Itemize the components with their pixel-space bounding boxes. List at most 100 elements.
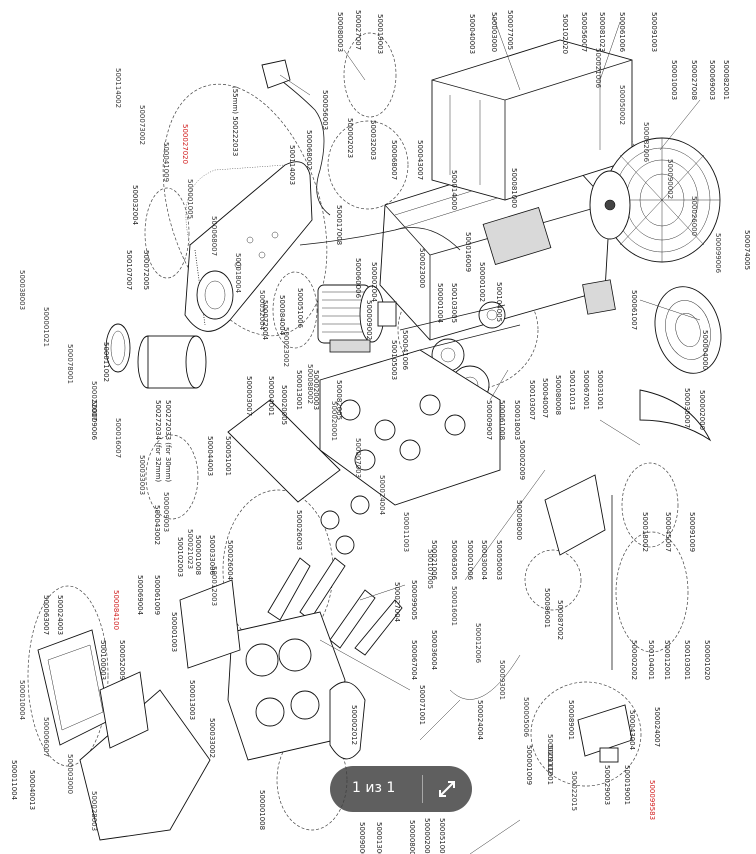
svg-text:500061008: 500061008 [498, 400, 506, 440]
part-number-label: 500020001 [330, 401, 338, 441]
svg-text:500084004: 500084004 [278, 295, 286, 336]
svg-text:500002023: 500002023 [346, 118, 354, 158]
svg-text:500024007: 500024007 [653, 707, 661, 747]
svg-text:500009002: 500009002 [365, 300, 373, 340]
part-number-label: 500023002 [282, 327, 290, 367]
svg-text:500016009: 500016009 [464, 232, 472, 272]
svg-text:500002009: 500002009 [518, 440, 526, 480]
svg-text:500052009: 500052009 [118, 640, 126, 680]
svg-text:500082001: 500082001 [722, 60, 730, 100]
housing-cover-bottom-left [37, 579, 241, 841]
part-number-label: 500012003 [210, 566, 218, 606]
svg-text:500010003: 500010003 [670, 60, 678, 100]
svg-text:500027004: 500027004 [393, 582, 401, 623]
svg-text:500019003: 500019003 [376, 14, 384, 54]
svg-text:500013001: 500013001 [295, 370, 303, 410]
part-number-label: 500088002 [306, 364, 314, 404]
svg-text:500044003: 500044003 [206, 436, 214, 476]
svg-text:500021006: 500021006 [430, 540, 438, 581]
extra-part-labels: 5000100045000060075000030005000280035001… [18, 48, 722, 831]
svg-text:500027020: 500027020 [181, 124, 189, 164]
svg-text:500056007: 500056007 [580, 12, 588, 52]
svg-text:500027008: 500027008 [690, 60, 698, 100]
svg-text:500024003: 500024003 [56, 595, 64, 635]
part-number-label: 500028003 [90, 791, 98, 831]
svg-text:500024004: 500024004 [476, 700, 484, 741]
part-number-label: 500033003 [138, 455, 146, 495]
svg-text:500002002: 500002002 [630, 640, 638, 680]
part-number-label: 500010004 [18, 680, 26, 721]
svg-text:500045007: 500045007 [664, 512, 672, 552]
part-number-label: 500009003 [162, 492, 170, 532]
svg-text:500104001: 500104001 [647, 640, 655, 680]
mincer-head-block [227, 611, 366, 761]
fullscreen-button[interactable] [430, 772, 464, 806]
part-number-label: 500068007 [210, 216, 218, 256]
svg-text:500011002: 500011002 [102, 342, 110, 382]
svg-text:500026003: 500026003 [295, 510, 303, 550]
svg-text:500103001: 500103001 [683, 640, 691, 680]
svg-text:500091009: 500091009 [688, 512, 696, 552]
svg-text:500060006: 500060006 [354, 258, 362, 299]
svg-text:500001003: 500001003 [170, 612, 178, 652]
svg-text:500111001: 500111001 [546, 745, 554, 785]
svg-text:500107007: 500107007 [125, 250, 133, 290]
part-number-label: 500107005 [426, 549, 434, 589]
svg-text:500089001: 500089001 [567, 700, 575, 740]
svg-text:500012001: 500012001 [663, 640, 671, 680]
svg-text:500061006: 500061006 [618, 12, 626, 53]
svg-text:500072005: 500072005 [142, 250, 150, 290]
svg-text:500017008: 500017008 [335, 205, 343, 245]
part-number-label: 500082006 [642, 122, 650, 163]
svg-text:500040013: 500040013 [28, 770, 36, 810]
part-number-label: 500022015 [570, 771, 578, 811]
svg-text:500030004: 500030004 [480, 540, 488, 581]
power-cord [261, 59, 461, 251]
part-number-label: 500012006 [474, 623, 482, 664]
part-number-label: 500041009 [162, 142, 170, 182]
svg-text:500040003: 500040003 [468, 14, 476, 54]
svg-text:500002004: 500002004 [370, 262, 378, 303]
part-number-label: 500001005 [186, 179, 194, 219]
svg-text:500072004: 500072004 [261, 300, 269, 341]
svg-text:500032004: 500032004 [131, 185, 139, 226]
part-number-label: 500007003 [354, 438, 362, 478]
svg-text:500069003: 500069003 [708, 60, 716, 100]
part-number-label: 500093001 [498, 660, 506, 700]
svg-text:500056003: 500056003 [321, 90, 329, 130]
part-number-label: 500001021 [42, 307, 50, 347]
svg-text:500077005: 500077005 [506, 10, 514, 50]
svg-text:500003007: 500003007 [245, 376, 253, 416]
svg-text:500001004: 500001004 [436, 283, 444, 324]
sensor-boxes [544, 474, 633, 763]
svg-text:500067001: 500067001 [582, 370, 590, 410]
svg-text:500014000: 500014000 [450, 170, 458, 210]
svg-text:500086001: 500086001 [543, 588, 551, 628]
svg-text:500020005: 500020005 [280, 385, 288, 425]
svg-text:500001020: 500001020 [703, 640, 711, 680]
leader-lines [279, 15, 701, 854]
svg-text:500011004: 500011004 [10, 760, 18, 801]
part-number-label: 500024004 [378, 475, 386, 516]
part-number-label: 500026000 [690, 196, 698, 236]
svg-text:500004000: 500004000 [701, 330, 709, 370]
svg-text:500061007: 500061007 [630, 290, 638, 330]
svg-text:500009007: 500009007 [485, 400, 493, 440]
svg-text:500103005: 500103005 [450, 283, 458, 323]
part-number-label: 500099006 [714, 233, 722, 274]
svg-text:500104005: 500104005 [495, 282, 503, 322]
part-number-label: 500052004 [258, 290, 266, 331]
svg-text:500087002: 500087002 [556, 600, 564, 640]
svg-text:500023000: 500023000 [418, 248, 426, 288]
part-number-label: 500005006 [522, 697, 530, 738]
svg-text:500074005: 500074005 [743, 230, 751, 270]
part-number-label: 500006007 [42, 717, 50, 757]
part-number-label: 500021006 [594, 48, 602, 89]
svg-text:500081000: 500081000 [510, 168, 518, 208]
svg-text:500043007: 500043007 [416, 140, 424, 180]
part-number-label: 500022007 [90, 381, 98, 421]
viewer-controls: 1 из 1 [330, 766, 472, 812]
svg-text:500101013: 500101013 [568, 370, 576, 410]
svg-text:500001009: 500001009 [525, 745, 533, 785]
